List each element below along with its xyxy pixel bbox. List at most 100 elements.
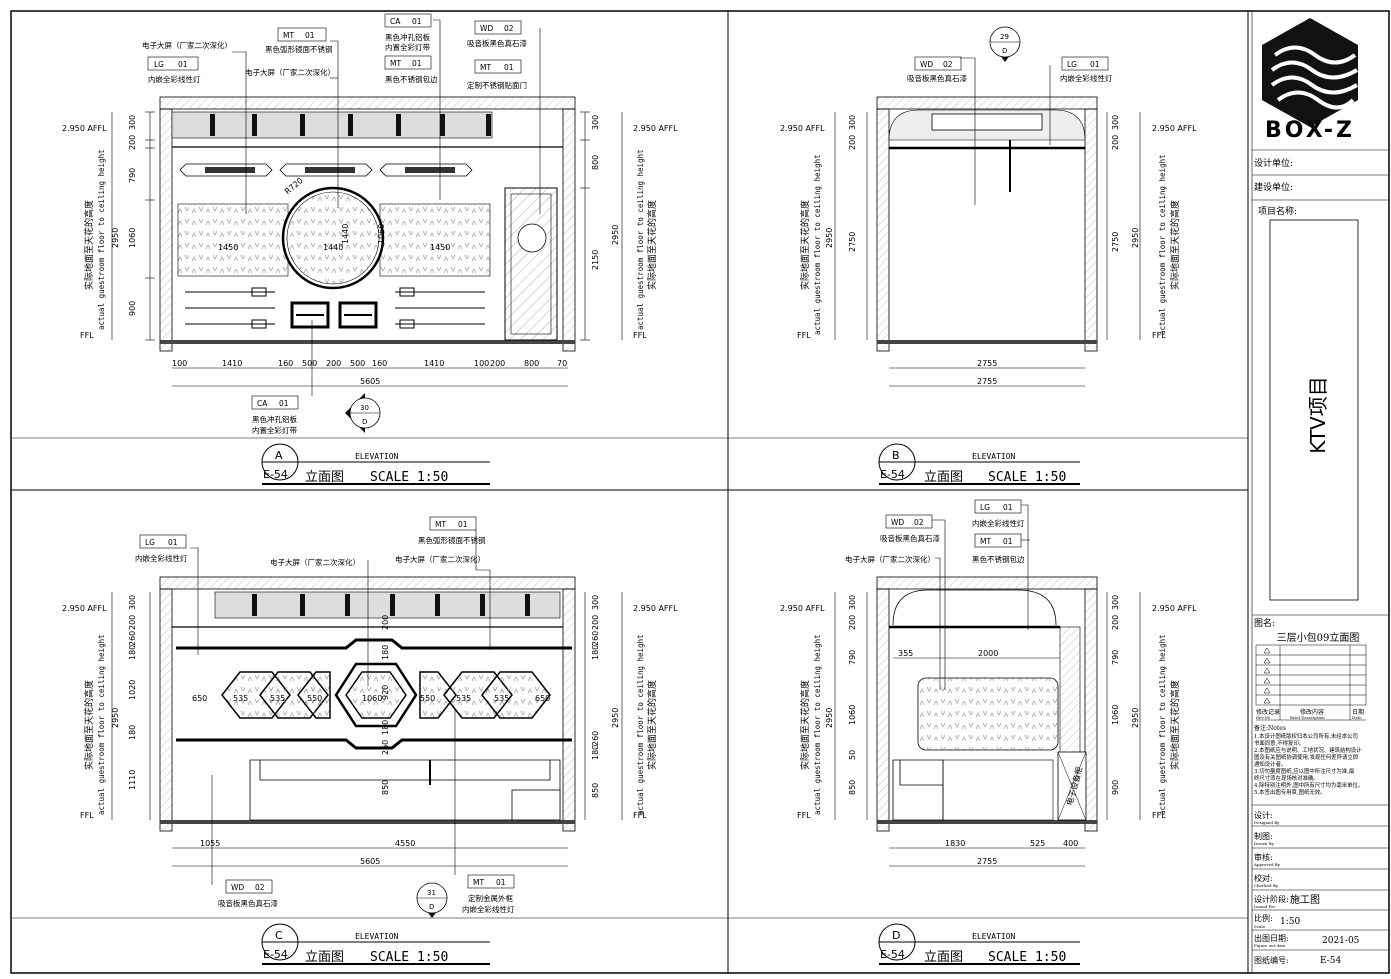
design-unit-label: 设计单位: (1254, 157, 1293, 169)
dim-label: 180 (128, 725, 137, 740)
dim-label: 5605 (360, 857, 380, 866)
tag-code: MT (435, 520, 446, 529)
design-sub: Designed By (1254, 820, 1280, 825)
dim-right-d: 300 200 790 1060 900 2950 (1111, 595, 1140, 795)
tag-num: 01 (168, 538, 178, 547)
tag-num: 02 (255, 883, 265, 892)
floor-level: FFL (633, 811, 647, 820)
dim-label: 200 (128, 135, 137, 150)
revision-table (1255, 644, 1367, 721)
dim-right-c: 300 200 260 180 2950 260 180 850 (591, 595, 620, 798)
height-note-cn: 实际地面至天花的高度 (646, 680, 658, 770)
dim-label: 2150 (591, 250, 600, 270)
height-note-en: actual guestroom floor to ceiling height (97, 634, 106, 815)
checked-sub: Checked By (1254, 883, 1279, 888)
dim-label: 2950 (1131, 708, 1140, 728)
design-label: 设计: (1254, 810, 1273, 820)
note-text: 内嵌全彩线性灯 (972, 518, 1025, 528)
dim-label: 850 (381, 780, 390, 795)
section-marker-29: 29 D (989, 26, 1021, 62)
panel-sheet-a: E-54 (263, 468, 288, 481)
dim-label: 1110 (128, 770, 137, 790)
dim-label: 790 (128, 168, 137, 183)
dim-label: 1450 (430, 243, 450, 252)
ceiling-level: 2.950 AFFL (633, 604, 678, 613)
dim-label: 260 (591, 731, 600, 746)
tag-num: 01 (1090, 60, 1100, 69)
note-line: 图及有关图纸协调使用,发现任何差异请立即 (1254, 753, 1358, 761)
dim-label: 260 (128, 631, 137, 646)
section-letter: D (362, 418, 367, 426)
revision-date-sub: Date (1352, 715, 1362, 720)
ceiling-level: 2.950 AFFL (780, 604, 825, 613)
client-label: 建设单位: (1254, 181, 1293, 193)
note-text: 内嵌全彩线性灯 (135, 553, 188, 563)
date-value: 2021-05 (1322, 936, 1360, 946)
tag-num: 01 (305, 31, 315, 40)
dim-label: 2755 (977, 377, 997, 386)
floor-level: FFL (633, 331, 647, 340)
tag-code: CA (390, 17, 401, 26)
floor-level: FFL (797, 331, 811, 340)
speaker-row (185, 287, 485, 329)
panel-elevation-d: ELEVATION (972, 932, 1016, 941)
note-line: 终尺寸须在现场核对准确。 (1254, 774, 1319, 782)
project-name: KTV项目 (1306, 376, 1330, 453)
dim-label: 1060 (1111, 705, 1120, 725)
dim-label: 180 (128, 645, 137, 660)
dim-left-d: 300 200 790 1060 50 850 2950 (825, 595, 857, 795)
panel-scale-d: SCALE 1:50 (988, 950, 1066, 965)
sheet-border (10, 10, 1390, 974)
tag-code: MT (473, 878, 484, 887)
dim-label: 1060 (848, 705, 857, 725)
scale-value: 1:50 (1280, 917, 1300, 927)
note-text: 电子大屏（厂家二次深化） (245, 67, 335, 77)
drawing-name: 三层小包09立面图 (1277, 631, 1360, 644)
dim-label: 1055 (200, 839, 220, 848)
note-text: 黑色不锈钢包边 (972, 554, 1025, 564)
tag-code: WD (920, 60, 933, 69)
note-text: 黑色弧形镜面不锈钢 (418, 535, 486, 545)
scale-label: 比例: (1254, 913, 1273, 923)
note-line: 5.本签出图专用章,图纸无效。 (1254, 788, 1326, 796)
note-text: 电子大屏（厂家二次深化） (395, 554, 485, 564)
project-label: 项目名称: (1258, 205, 1297, 217)
ceiling-level: 2.950 AFFL (1152, 124, 1197, 133)
dim-label: 850 (848, 780, 857, 795)
dim-label: 1830 (945, 839, 965, 848)
note-text: 黑色不锈钢包边 (385, 74, 438, 84)
panel-elevation-a: ELEVATION (355, 452, 399, 461)
dim-label: 800 (591, 155, 600, 170)
scale-sub: Scale (1254, 924, 1266, 929)
dim-label: 1060 (128, 228, 137, 248)
dim-bottom-a: 100 1410 160 500 200 500 160 1410 100 20… (172, 359, 567, 368)
tag-num: 02 (504, 24, 514, 33)
dim-label: 2750 (848, 232, 857, 252)
note-text: 内嵌全彩线性灯 (462, 904, 515, 914)
dim-label: 2950 (611, 225, 620, 245)
revision-label: 修改记录 (1256, 708, 1280, 716)
section-marker-30: 30 D (345, 393, 381, 433)
dim-label: 300 (1111, 595, 1120, 610)
dim-vertical-left (111, 111, 155, 341)
height-note-cn: 实际地面至天花的高度 (83, 680, 95, 770)
height-note-cn: 实际地面至天花的高度 (646, 200, 658, 290)
dim-label: 260 (381, 740, 390, 755)
dim-label: 500 (350, 359, 365, 368)
dim-total: 5605 (360, 377, 380, 386)
dim-label: 200 (1111, 615, 1120, 630)
tag-code: LG (154, 60, 164, 69)
radius-label: R720 (283, 176, 305, 196)
height-note-en: actual guestroom floor to ceiling height (97, 149, 106, 330)
notes-list: 1.本设计图纸版权归本公司所有,未经本公司 书面同意,不得复印。 2.本图纸应与… (1254, 732, 1363, 796)
callout-notes-a: 电子大屏（厂家二次深化） LG 01 内嵌全彩线性灯 MT 01 黑色弧形镜面不… (142, 13, 527, 90)
note-text: 定制不锈钢贴面门 (467, 80, 527, 90)
dim-inner-c: 650 535 535 550 1060 550 535 535 650 (192, 694, 550, 703)
dim-label: 2950 (1131, 228, 1140, 248)
elevation-c: 300 200 260 180 1020 180 1110 2950 300 2… (62, 516, 678, 965)
floor-level: FFL (80, 811, 94, 820)
note-text: 吸音板黑色真石漆 (467, 38, 527, 48)
dim-label: 260 (591, 631, 600, 646)
dim-label: 2750 (1111, 232, 1120, 252)
elevation-b: WD 02 吸音板黑色真石漆 LG 01 内嵌全彩线性灯 29 D 300 20… (780, 26, 1197, 485)
